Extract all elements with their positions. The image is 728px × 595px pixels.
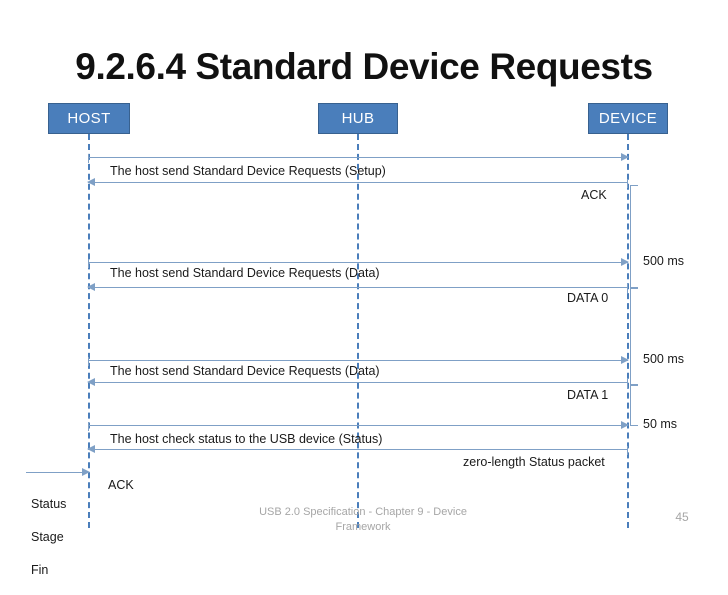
arrow-tail-tick bbox=[627, 284, 628, 293]
message-label-status-check: The host check status to the USB device … bbox=[110, 432, 383, 446]
message-label-data1-request: The host send Standard Device Requests (… bbox=[110, 364, 380, 378]
message-label-data0: DATA 0 bbox=[567, 291, 609, 305]
actor-label-host: HOST bbox=[67, 110, 111, 127]
arrowhead-right-icon bbox=[621, 421, 629, 429]
message-label-setup: The host send Standard Device Requests (… bbox=[110, 164, 386, 178]
arrow-tail-tick bbox=[627, 379, 628, 388]
arrowhead-right-icon bbox=[82, 468, 90, 476]
message-arrow-data0 bbox=[87, 283, 628, 293]
message-label-data0-request: The host send Standard Device Requests (… bbox=[110, 266, 380, 280]
arrowhead-right-icon bbox=[621, 153, 629, 161]
arrowhead-left-icon bbox=[87, 178, 95, 186]
footer-source-text: USB 2.0 Specification - Chapter 9 - Devi… bbox=[259, 506, 467, 533]
arrowhead-left-icon bbox=[87, 378, 95, 386]
arrow-tail-tick bbox=[88, 357, 89, 366]
page-title: 9.2.6.4 Standard Device Requests bbox=[75, 46, 653, 87]
message-arrow-data1 bbox=[87, 378, 628, 388]
timing-label-3: 50 ms bbox=[643, 417, 678, 431]
arrow-tail-tick bbox=[627, 179, 628, 188]
timing-bracket-2 bbox=[630, 288, 638, 385]
lifeline-device bbox=[627, 134, 629, 528]
lifeline-hub bbox=[357, 134, 359, 528]
actor-box-hub[interactable]: HUB bbox=[318, 103, 398, 134]
arrow-tail-tick bbox=[88, 154, 89, 163]
arrow-tail-tick bbox=[627, 446, 628, 455]
message-label-ack-setup: ACK bbox=[581, 188, 607, 202]
timing-label-2: 500 ms bbox=[643, 352, 684, 366]
arrow-tail-tick bbox=[88, 422, 89, 431]
lifeline-host bbox=[88, 134, 90, 528]
status-stage-note: Status Stage Fin bbox=[31, 479, 66, 595]
status-stage-line-2: Stage bbox=[31, 529, 64, 544]
arrow-tail-tick bbox=[88, 259, 89, 268]
message-arrow-final-ack bbox=[26, 468, 90, 476]
message-arrow-status-check bbox=[88, 421, 629, 431]
message-arrow-setup bbox=[88, 153, 629, 163]
message-arrow-data1-request bbox=[88, 356, 629, 366]
actor-box-host[interactable]: HOST bbox=[48, 103, 130, 134]
timing-bracket-1 bbox=[630, 185, 638, 288]
message-arrow-data0-request bbox=[88, 258, 629, 268]
message-label-final-ack: ACK bbox=[108, 478, 134, 492]
timing-bracket-3 bbox=[630, 385, 638, 426]
actor-label-hub: HUB bbox=[341, 110, 375, 127]
page-number: 45 bbox=[675, 510, 689, 524]
timing-label-1: 500 ms bbox=[643, 254, 684, 268]
actor-label-device: DEVICE bbox=[598, 110, 658, 127]
message-label-zero-length-status: zero-length Status packet bbox=[463, 455, 605, 469]
message-label-data1: DATA 1 bbox=[567, 388, 609, 402]
message-arrow-ack-setup bbox=[87, 178, 628, 188]
status-stage-line-1: Status bbox=[31, 496, 67, 511]
message-arrow-zero-length-status bbox=[87, 445, 628, 455]
arrowhead-right-icon bbox=[621, 356, 629, 364]
slide-canvas: 9.2.6.4 Standard Device Requests HOST HU… bbox=[26, 46, 689, 577]
arrowhead-left-icon bbox=[87, 445, 95, 453]
status-stage-line-3: Fin bbox=[31, 562, 49, 577]
arrowhead-left-icon bbox=[87, 283, 95, 291]
arrowhead-right-icon bbox=[621, 258, 629, 266]
actor-box-device[interactable]: DEVICE bbox=[588, 103, 668, 134]
